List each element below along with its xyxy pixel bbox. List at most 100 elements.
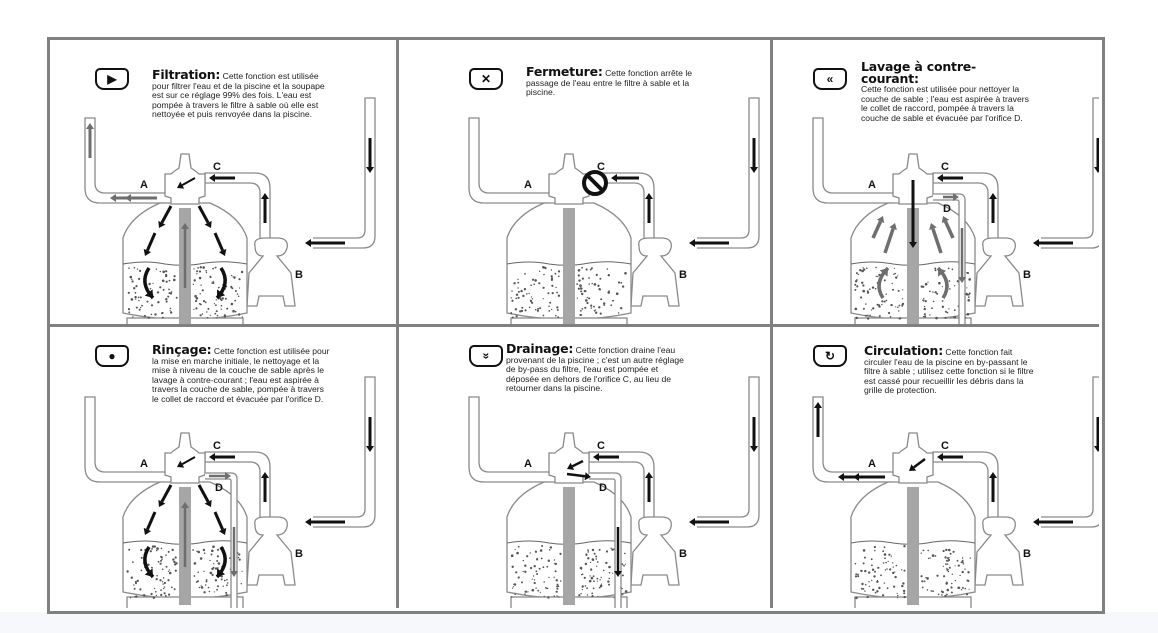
port-label-c: C <box>941 440 949 452</box>
mode-title: Rinçage: <box>152 342 212 357</box>
flow-arrow <box>215 546 227 579</box>
multiport-valve <box>548 432 590 484</box>
multiport-valve <box>548 153 590 205</box>
diagram-svg: ACB <box>84 97 376 324</box>
mode-description: Drainage: Cette fonction draine l'eau pr… <box>506 341 686 394</box>
flow-arrow <box>566 472 591 481</box>
sand-particles <box>510 266 627 319</box>
flow-arrow <box>877 266 890 299</box>
play-icon: ▶ <box>95 68 129 90</box>
multiport-valve <box>164 432 206 484</box>
mode-icon-glyph: « <box>826 72 834 86</box>
panel-circulation: ↻ Circulation: Cette fonction fait circul… <box>773 327 1099 608</box>
mode-text: Cette fonction est utilisée pour nettoye… <box>861 84 1029 123</box>
multiport-valve <box>892 432 934 484</box>
flow-arrow <box>86 123 94 158</box>
sand-filter-tank <box>506 481 632 608</box>
recirculate-icon: ↻ <box>813 345 847 367</box>
bottom-strip <box>0 612 1158 633</box>
panel-drainage: »Drainage: Cette fonction draine l'eau p… <box>399 327 773 608</box>
suction-pipe <box>697 97 760 249</box>
port-label-c: C <box>213 440 221 452</box>
mode-description: Circulation: Cette fonction fait circule… <box>864 344 1039 396</box>
flow-arrow <box>989 193 997 223</box>
sand-particles <box>127 266 244 319</box>
flow-arrow <box>261 193 269 223</box>
filter-system-diagram: ACB <box>812 376 1099 608</box>
sand-filter-tank <box>850 202 976 324</box>
flow-arrow <box>958 228 966 283</box>
mode-text: Cette fonction est utilisée pour la mise… <box>152 346 330 404</box>
filter-system-diagram: ACB <box>84 97 376 324</box>
flow-arrow <box>941 216 955 239</box>
flow-arrow <box>143 267 155 300</box>
flow-arrow <box>750 138 758 173</box>
flow-arrow <box>614 527 622 577</box>
sand-particles <box>854 545 971 600</box>
flow-arrow <box>209 174 235 182</box>
standpipe <box>907 487 919 605</box>
port-label-c: C <box>597 440 605 452</box>
mode-icon-glyph: ↻ <box>824 349 836 363</box>
pump <box>630 516 680 586</box>
water-drop-icon: ● <box>95 345 129 367</box>
port-label-a: A <box>868 179 876 191</box>
suction-pipe <box>313 97 376 249</box>
flow-arrow <box>158 205 173 228</box>
port-label-b: B <box>679 269 687 281</box>
flow-arrow <box>1094 138 1099 173</box>
flow-arrow <box>1033 239 1073 247</box>
mode-description: Fermeture: Cette fonction arrête le pass… <box>526 65 706 98</box>
flow-arrow <box>909 457 926 471</box>
flow-arrow <box>143 232 157 256</box>
flow-arrow <box>883 223 897 254</box>
flow-arrow <box>1033 518 1073 526</box>
flow-arrow <box>209 453 235 461</box>
mode-icon-glyph: ✕ <box>480 72 492 86</box>
flow-arrow <box>215 267 227 300</box>
mode-icon-glyph: ▶ <box>107 72 117 86</box>
flow-arrow <box>645 472 653 502</box>
port-label-d: D <box>215 482 223 494</box>
valve-modes-grid: ▶ Filtration: Cette fonction est utilisée… <box>47 37 1105 614</box>
mode-description: Filtration: Cette fonction est utilisée … <box>152 68 337 120</box>
mode-text: Cette fonction arrête le passage de l'ea… <box>526 68 693 98</box>
flow-arrow <box>261 472 269 502</box>
port-label-b: B <box>1023 269 1031 281</box>
suction-pipe <box>1041 97 1099 249</box>
pump <box>974 516 1024 586</box>
diagram-svg: ACB <box>812 376 1099 608</box>
port-label-b: B <box>1023 548 1031 560</box>
flow-arrow <box>213 232 227 256</box>
diagram-svg: ACB <box>468 97 760 324</box>
standpipe <box>907 208 919 324</box>
flow-arrow <box>143 511 157 535</box>
rewind-icon: « <box>813 68 847 90</box>
panel-filtration: ▶ Filtration: Cette fonction est utilisée… <box>50 40 399 327</box>
flow-arrow <box>567 459 584 470</box>
flow-arrow <box>689 518 729 526</box>
mode-title: Drainage: <box>506 341 574 356</box>
panel-lavage: « Lavage à contre-courant:Cette fonction … <box>773 40 1099 327</box>
flow-arrow <box>305 518 345 526</box>
flow-arrow <box>110 194 130 202</box>
return-pipe <box>468 396 549 483</box>
drain-pipe-d <box>589 472 622 608</box>
multiport-valve <box>892 153 934 205</box>
mode-text: Cette fonction est utilisée pour filtrer… <box>152 71 325 120</box>
port-label-b: B <box>295 269 303 281</box>
flow-arrow <box>305 239 345 247</box>
mode-icon-glyph: ● <box>108 349 116 363</box>
diagram-group: ACB <box>84 97 376 324</box>
mode-title: Lavage à contre-courant: <box>861 59 977 86</box>
return-pipe <box>84 117 165 204</box>
port-label-a: A <box>140 179 148 191</box>
panel-fermeture: ✕ Fermeture: Cette fonction arrête le pas… <box>399 40 773 327</box>
standpipe <box>563 208 575 324</box>
flow-arrow <box>593 453 619 461</box>
